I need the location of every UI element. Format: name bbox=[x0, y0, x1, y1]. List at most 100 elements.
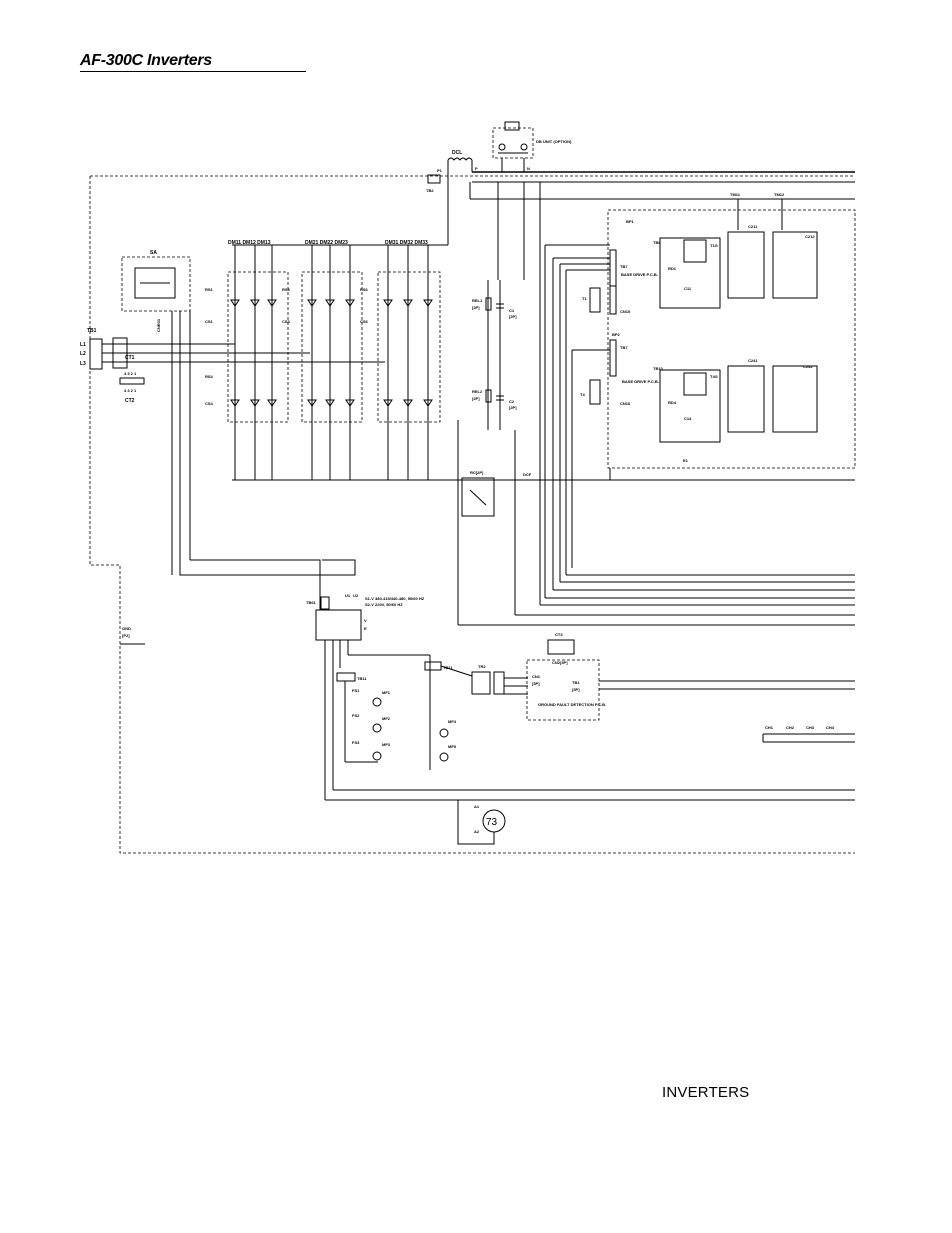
fs1-label: FS1 bbox=[352, 688, 360, 693]
dcl-label: DCL bbox=[452, 150, 462, 156]
c241-label: C241 bbox=[748, 358, 758, 363]
a2-label: A2 bbox=[474, 829, 480, 834]
c14-label: C14 bbox=[684, 416, 692, 421]
rd4-label: RD4 bbox=[668, 400, 677, 405]
enclosure-border bbox=[89, 175, 855, 854]
dcl-reactor: DCL P1 P N TB2 bbox=[426, 150, 530, 245]
ct1-label: CT1 bbox=[125, 355, 135, 361]
cs1-label: CS1 bbox=[205, 319, 214, 324]
ch2-label: CH2 bbox=[786, 725, 795, 730]
tb11a-label: TB11 bbox=[357, 676, 367, 681]
tm11-label: TM11 bbox=[730, 192, 741, 197]
db-unit-label: DB UNIT (OPTION) bbox=[536, 139, 572, 144]
v-label: V bbox=[364, 618, 367, 623]
tb6-label: TB6 bbox=[653, 240, 661, 245]
tb61-label: TB61 bbox=[306, 600, 317, 605]
mf4-label: MF4 bbox=[448, 719, 457, 724]
rs4-label: RS4 bbox=[205, 374, 214, 379]
dc-link: REL1 [2P] C1 [2P] REL2 [2P] C2 [2P] RC[2… bbox=[461, 280, 532, 615]
t4-label: T4 bbox=[580, 392, 585, 397]
ch1-label: CH1 bbox=[765, 725, 774, 730]
t1-label: T1 bbox=[582, 296, 587, 301]
rel1-sub: [2P] bbox=[472, 305, 480, 310]
ch4-label: CH4 bbox=[826, 725, 835, 730]
rs3-label: RS3 bbox=[282, 287, 291, 292]
c242-label: C242 bbox=[803, 364, 813, 369]
cn16-label: CN16 bbox=[620, 401, 631, 406]
cs6-label: CS6 bbox=[360, 319, 369, 324]
rs1-label: RS1 bbox=[205, 287, 214, 292]
c212-label: C212 bbox=[805, 234, 815, 239]
tr2-label: TR2 bbox=[478, 664, 486, 669]
tb2-label: TB2 bbox=[426, 188, 434, 193]
tb10-label: TB10 bbox=[653, 366, 664, 371]
rd1-label: RD1 bbox=[668, 266, 677, 271]
dm-row1-label: DM11 DM12 DM13 bbox=[228, 240, 271, 246]
c2-label: C2 bbox=[509, 399, 515, 404]
p-label: P bbox=[475, 166, 478, 171]
rs6-label: RS6 bbox=[360, 287, 369, 292]
l3-label: L3 bbox=[80, 361, 86, 367]
bp2-label: BP2 bbox=[612, 332, 621, 337]
u1-label: U1 bbox=[345, 593, 351, 598]
cn1-label: CN1 bbox=[532, 674, 541, 679]
t4g-label: T4G bbox=[710, 374, 718, 379]
tm12-label: TM12 bbox=[774, 192, 785, 197]
ct2-digits: 4 3 2 1 bbox=[124, 388, 137, 393]
c2-sub: [2P] bbox=[509, 405, 517, 410]
supply-note-2: S2-V 220V, 50/60 HZ bbox=[365, 602, 403, 607]
title-underline bbox=[80, 71, 306, 72]
gnd-sub: [P2] bbox=[122, 633, 130, 638]
base-drive-1-label: BASE DRIVE P.C.B. bbox=[621, 272, 658, 277]
e-label: E bbox=[364, 626, 367, 631]
cn-ct3-label: CN2[3P] bbox=[552, 660, 568, 665]
tb11b-label: TB11 bbox=[443, 665, 453, 670]
footer-label: INVERTERS bbox=[662, 1084, 750, 1101]
gnd-label: GND bbox=[122, 626, 131, 631]
dm-row3-label: DM31 DM32 DM33 bbox=[385, 240, 428, 246]
rel2-label: REL2 bbox=[472, 389, 483, 394]
tb7b-label: TB7 bbox=[620, 345, 628, 350]
inverter-section: BP1 BP2 TB7 BASE DRIVE P.C.B. CN15 T1 TB… bbox=[457, 209, 856, 626]
page-title: AF-300C Inverters bbox=[80, 52, 212, 69]
converter-bridge: DM11 DM12 DM13 DM21 DM22 DM23 DM31 DM32 … bbox=[205, 240, 855, 481]
rel1-label: REL1 bbox=[472, 298, 483, 303]
aux-supply: TB61 U1 U2 S1-V 380-415/440-480, 50/60 H… bbox=[120, 559, 855, 801]
dcf-label: DCF bbox=[523, 472, 532, 477]
u2-label: U2 bbox=[353, 593, 359, 598]
c11-label: C11 bbox=[684, 286, 692, 291]
l1-label: L1 bbox=[80, 342, 86, 348]
contactor-label: 73 bbox=[486, 817, 498, 828]
tb1-gf-sub: [3P] bbox=[572, 687, 580, 692]
cn1-sub: [3P] bbox=[532, 681, 540, 686]
ct2-label: CT2 bbox=[125, 398, 135, 404]
cn15-label: CN15 bbox=[620, 309, 631, 314]
tb1-gf-label: TB1 bbox=[572, 680, 580, 685]
mf2-label: MF2 bbox=[382, 716, 391, 721]
contactor-73: A1 73 A2 bbox=[457, 800, 506, 845]
rc-label: RC[2P] bbox=[470, 470, 484, 475]
e1-label: E1 bbox=[683, 458, 689, 463]
cs3-label: CS3 bbox=[282, 319, 291, 324]
ct1-digits: 4 3 2 1 bbox=[124, 371, 137, 376]
rel2-sub: [2P] bbox=[472, 396, 480, 401]
ch3-label: CH3 bbox=[806, 725, 815, 730]
t1g-label: T1G bbox=[710, 243, 718, 248]
p1-label: P1 bbox=[437, 168, 443, 173]
db-unit: DB UNIT (OPTION) bbox=[492, 121, 572, 172]
cs4-label: CS4 bbox=[205, 401, 214, 406]
gf-pcb-label: GROUND FAULT DETECTION P.C.B. bbox=[538, 702, 606, 707]
ch-terminals: CH1 CH2 CH3 CH4 bbox=[762, 725, 855, 743]
l2-label: L2 bbox=[80, 351, 86, 357]
a1-label: A1 bbox=[474, 804, 480, 809]
bp1-label: BP1 bbox=[626, 219, 635, 224]
tb1-label: TB1 bbox=[87, 328, 97, 334]
base-drive-2-label: BASE DRIVE P.C.B. bbox=[622, 379, 659, 384]
fs3-label: FS3 bbox=[352, 740, 360, 745]
mf3-label: MF3 bbox=[382, 742, 391, 747]
mf1-label: MF1 bbox=[382, 690, 391, 695]
cnr01-label: CNR01 bbox=[156, 318, 161, 332]
ct3-label: CT3 bbox=[555, 632, 563, 637]
dc-bus: TM11 TM12 bbox=[469, 171, 855, 605]
